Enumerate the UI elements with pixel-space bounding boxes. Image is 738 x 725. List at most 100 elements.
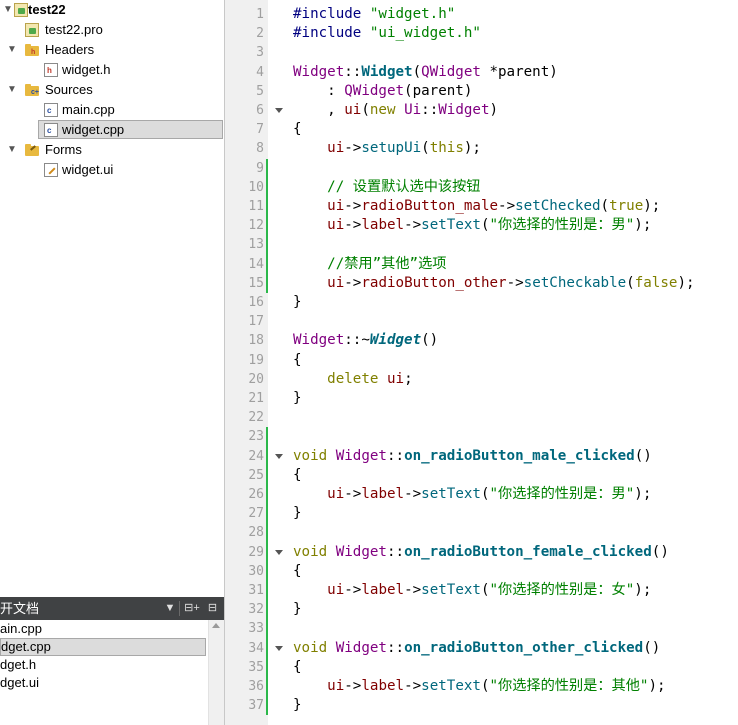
close-panel-icon[interactable]: ⊟ xyxy=(207,602,218,614)
sources-folder-icon: c+ xyxy=(25,84,39,96)
line-number: 9 xyxy=(256,160,264,176)
line-number: 2 xyxy=(256,26,264,42)
expand-arrow-icon[interactable]: ▼ xyxy=(7,144,17,155)
line-number: 15 xyxy=(248,275,264,291)
code-line: ui->label->setText("你选择的性别是：男"); xyxy=(327,486,652,502)
code-line: : QWidget(parent) xyxy=(293,82,473,99)
tree-item-label: main.cpp xyxy=(62,102,115,117)
expand-arrow-icon[interactable]: ▼ xyxy=(7,44,17,55)
line-number: 27 xyxy=(248,506,264,522)
line-number: 14 xyxy=(248,256,264,272)
line-number: 4 xyxy=(256,64,264,80)
modified-line-marker xyxy=(266,427,268,716)
line-number: 28 xyxy=(248,525,264,541)
tree-item-sources[interactable]: ▼ c+ Sources xyxy=(0,80,224,100)
code-line: } xyxy=(293,390,302,406)
code-line: ui->label->setText("你选择的性别是：女"); xyxy=(327,582,652,598)
code-line: { xyxy=(293,466,302,483)
line-number: 36 xyxy=(248,679,264,694)
code-line: void Widget::on_radioButton_female_click… xyxy=(293,543,669,560)
line-number: 24 xyxy=(248,448,264,464)
ui-file-icon xyxy=(44,163,58,177)
expand-arrow-icon[interactable]: ▼ xyxy=(3,4,13,15)
code-line: ui->radioButton_other->setCheckable(fals… xyxy=(327,274,695,291)
open-document-item[interactable]: dget.h xyxy=(0,657,37,672)
header-file-icon: h xyxy=(44,63,58,77)
line-number: 20 xyxy=(248,371,264,387)
tree-item-test22-pro[interactable]: test22.pro xyxy=(0,20,224,40)
line-number: 7 xyxy=(256,122,264,138)
code-line: { xyxy=(293,658,302,675)
split-icon[interactable]: ⊟+ xyxy=(184,602,200,614)
tree-item-label: Sources xyxy=(45,82,93,97)
code-line: ui->setupUi(this); xyxy=(327,140,481,157)
fold-arrow-icon[interactable] xyxy=(275,549,283,555)
panel-splitter[interactable] xyxy=(224,0,225,725)
pro-file-icon xyxy=(25,23,39,37)
code-line: { xyxy=(293,121,302,138)
line-number: 23 xyxy=(248,429,264,445)
line-number: 31 xyxy=(248,583,264,598)
fold-arrow-icon[interactable] xyxy=(275,453,283,459)
tree-item-widget-ui[interactable]: widget.ui xyxy=(0,160,224,180)
code-line: ui->radioButton_male->setChecked(true); xyxy=(327,198,661,214)
headers-folder-icon: h xyxy=(25,44,39,56)
selection-highlight xyxy=(38,120,223,139)
code-line: } xyxy=(293,294,302,310)
open-document-item[interactable]: dget.ui xyxy=(0,675,40,690)
code-line: delete ui; xyxy=(327,370,413,387)
forms-folder-icon xyxy=(25,144,39,156)
tree-item-widget-h[interactable]: h widget.h xyxy=(0,60,224,80)
code-line: Widget::~Widget() xyxy=(293,332,439,349)
code-line: // 设置默认选中该按钮 xyxy=(293,178,481,195)
tree-item-label: widget.h xyxy=(62,62,111,77)
line-number: 35 xyxy=(248,659,264,675)
code-line: #include "widget.h" xyxy=(293,6,456,22)
line-number: 21 xyxy=(248,391,264,406)
code-line: void Widget::on_radioButton_male_clicked… xyxy=(293,447,652,464)
line-number: 1 xyxy=(256,7,264,22)
line-number: 8 xyxy=(256,141,264,157)
tree-item-label: Forms xyxy=(45,142,82,157)
line-number: 33 xyxy=(248,621,264,637)
line-number: 32 xyxy=(248,602,264,618)
tree-item-forms[interactable]: ▼ Forms xyxy=(0,140,224,160)
line-number: 16 xyxy=(248,295,264,310)
line-number: 37 xyxy=(248,698,264,714)
code-line: , ui(new Ui::Widget) xyxy=(293,102,499,118)
line-number: 6 xyxy=(256,103,264,118)
line-number: 5 xyxy=(256,83,264,99)
open-documents-scrollbar[interactable] xyxy=(208,620,224,725)
scroll-up-arrow-icon[interactable] xyxy=(212,623,220,628)
dropdown-arrow-icon[interactable]: ▼ xyxy=(164,602,176,614)
line-number: 12 xyxy=(248,218,264,234)
tree-item-label: test22 xyxy=(28,2,66,17)
code-line: { xyxy=(293,351,302,368)
tree-item-label: widget.ui xyxy=(62,162,114,177)
tree-item-test22[interactable]: ▼ test22 xyxy=(0,0,224,20)
code-line: ui->label->setText("你选择的性别是：其他"); xyxy=(327,678,666,694)
line-number: 34 xyxy=(248,640,264,656)
line-number: 30 xyxy=(248,563,264,579)
line-number: 11 xyxy=(248,199,264,214)
fold-arrow-icon[interactable] xyxy=(275,108,283,113)
line-number: 18 xyxy=(248,333,264,349)
line-number: 17 xyxy=(248,314,264,330)
fold-arrow-icon[interactable] xyxy=(275,645,283,651)
code-editor[interactable] xyxy=(268,0,738,725)
tree-item-label: test22.pro xyxy=(45,22,103,37)
line-number: 26 xyxy=(248,487,264,502)
line-number: 29 xyxy=(248,544,264,560)
open-document-item[interactable]: dget.cpp xyxy=(0,638,206,656)
editor-gutter xyxy=(225,0,268,725)
code-line: ui->label->setText("你选择的性别是：男"); xyxy=(327,217,652,234)
line-number: 13 xyxy=(248,237,264,253)
code-line: #include "ui_widget.h" xyxy=(293,25,481,42)
open-document-item[interactable]: ain.cpp xyxy=(0,621,42,636)
expand-arrow-icon[interactable]: ▼ xyxy=(7,84,17,95)
line-number: 19 xyxy=(248,352,264,368)
